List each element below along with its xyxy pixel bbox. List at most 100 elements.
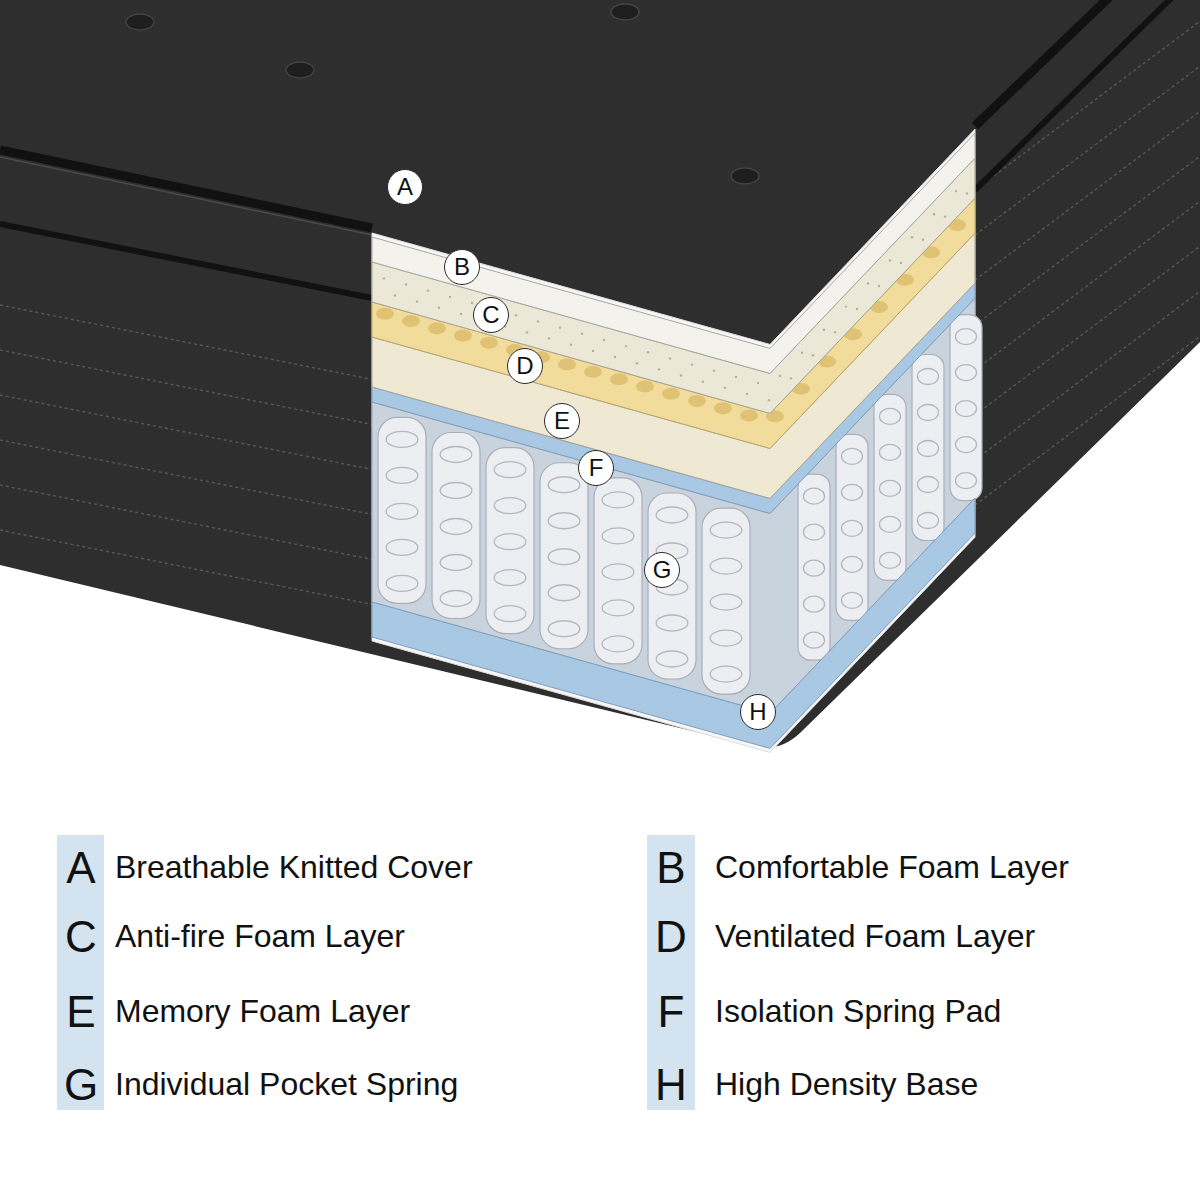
foam-pore <box>922 239 924 241</box>
callout-circle: C <box>473 297 509 333</box>
spring-coil <box>494 570 526 586</box>
foam-pore <box>669 357 671 359</box>
spring-coil <box>917 513 938 529</box>
foam-pore <box>757 382 759 384</box>
foam-pore <box>702 380 704 382</box>
egg-crate-bump <box>688 395 706 407</box>
key-description: Breathable Knitted Cover <box>115 850 473 885</box>
foam-pore <box>900 262 902 264</box>
foam-pore <box>691 363 693 365</box>
foam-pore <box>790 377 792 379</box>
cross-section <box>372 129 982 752</box>
key-description: Anti-fire Foam Layer <box>115 919 405 954</box>
spring-coil <box>879 480 900 496</box>
callout-circle: D <box>507 348 543 384</box>
key-description: Isolation Spring Pad <box>715 994 1001 1029</box>
spring-coil <box>841 448 862 464</box>
spring-coil <box>710 666 742 682</box>
spring-coil <box>440 483 472 499</box>
spring-coil <box>841 520 862 536</box>
callout-circle: F <box>578 450 614 486</box>
foam-pore <box>823 329 825 331</box>
cutout-frame <box>372 129 975 752</box>
stitch-line <box>975 336 1200 505</box>
egg-crate-bump <box>714 402 732 414</box>
foam-pore <box>812 354 814 356</box>
pocket-spring <box>874 394 906 580</box>
egg-crate-bump <box>610 373 628 385</box>
egg-crate-bump <box>740 410 758 422</box>
pocket-spring <box>594 478 642 664</box>
stitch-line <box>975 21 1200 190</box>
callout-circle: A <box>387 169 423 205</box>
spring-coil <box>879 408 900 424</box>
pillow-top-seam <box>975 0 1200 190</box>
spring-pocket <box>798 474 830 660</box>
callout-letter: H <box>749 700 766 724</box>
spring-coil <box>494 498 526 514</box>
spring-coil <box>917 441 938 457</box>
foam-pore <box>548 337 550 339</box>
callout-circle: G <box>644 552 680 588</box>
callout-letter: B <box>454 255 470 279</box>
spring-coil <box>386 575 418 591</box>
foam-pore <box>537 320 539 322</box>
key-letter: G <box>64 1061 98 1109</box>
foam-pore <box>779 375 781 377</box>
foam-pore <box>713 370 715 372</box>
foam-pore <box>801 352 803 354</box>
spring-coil <box>803 560 824 576</box>
spring-pocket <box>432 433 480 619</box>
key-description: Ventilated Foam Layer <box>715 919 1035 954</box>
spring-coil <box>710 522 742 538</box>
foam-pore <box>746 393 748 395</box>
spring-coil <box>602 492 634 508</box>
foam-pore <box>416 300 418 302</box>
key-letter: B <box>656 844 685 892</box>
key-letter: F <box>658 988 685 1036</box>
pocket-spring <box>540 463 588 649</box>
foam-pore <box>735 376 737 378</box>
spring-coil <box>841 592 862 608</box>
foam-pore <box>438 307 440 309</box>
foam-pore <box>955 190 957 192</box>
spring-coil <box>602 636 634 652</box>
stitch-line <box>975 111 1200 280</box>
stitch-line <box>975 246 1200 415</box>
foam-pore <box>526 331 528 333</box>
pocket-spring <box>912 355 944 541</box>
spring-coil <box>710 594 742 610</box>
foam-pore <box>581 333 583 335</box>
foam-pore <box>845 305 847 307</box>
key-letter: D <box>655 913 687 961</box>
foam-pore <box>680 374 682 376</box>
foam-pore <box>944 215 946 217</box>
spring-coil <box>841 484 862 500</box>
spring-coil <box>440 591 472 607</box>
spring-coil <box>494 462 526 478</box>
spring-coil <box>548 585 580 601</box>
foam-pore <box>911 236 913 238</box>
base-layer <box>372 498 975 748</box>
stitch-line <box>0 530 372 604</box>
foam-pore <box>427 289 429 291</box>
stitch-line <box>0 485 372 559</box>
callout-circle: B <box>444 249 480 285</box>
key-letter: E <box>66 988 95 1036</box>
stitch-line <box>0 440 372 514</box>
egg-crate-bump <box>558 359 576 371</box>
foam-pore <box>405 283 407 285</box>
callout-circle: E <box>544 403 580 439</box>
spring-coil <box>803 632 824 648</box>
stitch-line <box>0 305 372 379</box>
tuft-button <box>126 14 154 30</box>
spring-pocket <box>950 315 982 501</box>
spring-coil <box>955 329 976 345</box>
foam-pore <box>383 277 385 279</box>
spring-coil <box>440 555 472 571</box>
foam-pore <box>460 313 462 315</box>
spring-pocket <box>540 463 588 649</box>
spring-coil <box>710 630 742 646</box>
stitch-line <box>0 395 372 469</box>
egg-crate-bump <box>636 380 654 392</box>
